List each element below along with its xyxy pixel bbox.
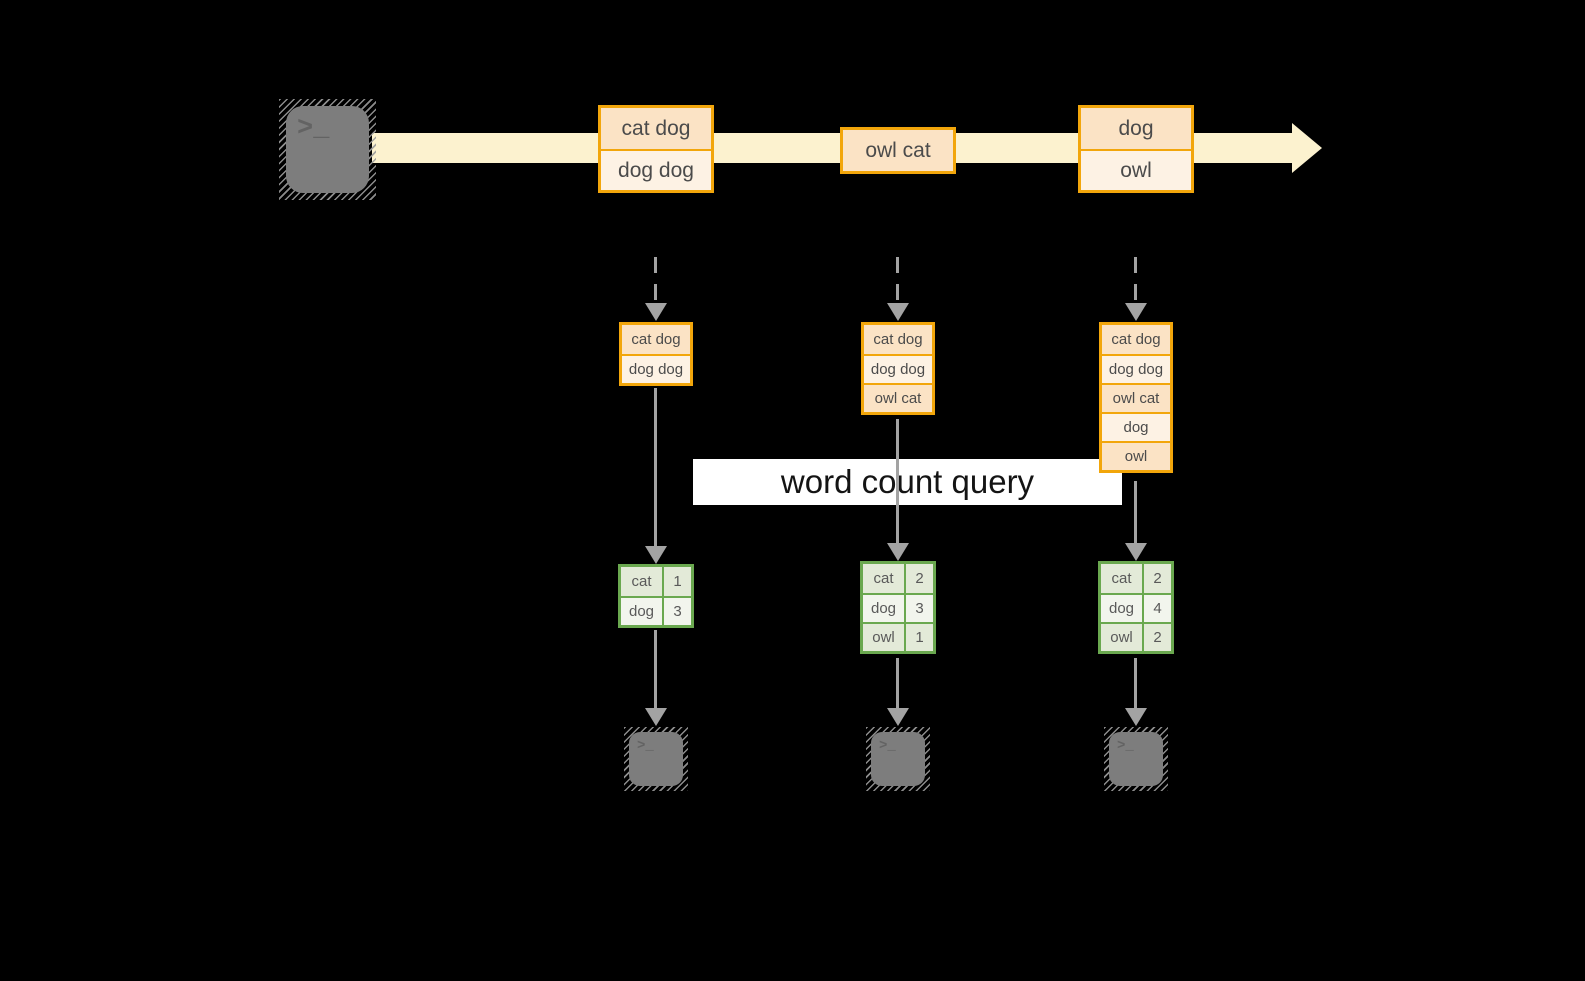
stream-batch-3: dog owl: [1078, 105, 1194, 193]
terminal-icon-body: >_: [629, 732, 683, 786]
count-cell: 4: [1144, 595, 1171, 622]
input-cell: owl cat: [864, 383, 932, 412]
output-arrowhead-3: [1125, 708, 1147, 726]
input-cell: dog: [1102, 412, 1170, 441]
input-table-1: cat dog dog dog: [619, 322, 693, 386]
count-cell: 1: [664, 567, 691, 596]
terminal-source-icon: >_: [279, 99, 376, 200]
terminal-icon-body: >_: [286, 106, 369, 193]
terminal-icon-body: >_: [1109, 732, 1163, 786]
input-cell: cat dog: [622, 325, 690, 354]
stream-batch-cell: dog: [1081, 108, 1191, 149]
count-cell: 3: [664, 598, 691, 625]
query-arrowhead-2: [887, 543, 909, 561]
word-count-query-label: word count query: [693, 459, 1122, 505]
terminal-sink-icon-3: >_: [1104, 727, 1168, 791]
input-cell: owl cat: [1102, 383, 1170, 412]
output-arrowhead-1: [645, 708, 667, 726]
count-cell: 2: [1144, 624, 1171, 651]
output-arrowhead-2: [887, 708, 909, 726]
trigger-arrow-line-3: [1134, 257, 1137, 303]
terminal-prompt-glyph: >_: [1117, 738, 1134, 754]
input-table-3: cat dog dog dog owl cat dog owl: [1099, 322, 1173, 473]
output-arrow-line-2: [896, 658, 899, 710]
input-table-2: cat dog dog dog owl cat: [861, 322, 935, 415]
word-cell: owl: [1101, 624, 1144, 651]
word-cell: cat: [1101, 564, 1144, 593]
stream-batch-2: owl cat: [840, 127, 956, 174]
stream-batch-1: cat dog dog dog: [598, 105, 714, 193]
terminal-prompt-glyph: >_: [297, 114, 330, 144]
stream-batch-cell: cat dog: [601, 108, 711, 149]
trigger-arrowhead-1: [645, 303, 667, 321]
terminal-icon-body: >_: [871, 732, 925, 786]
result-row: dog 3: [621, 596, 691, 625]
result-table-3: cat 2 dog 4 owl 2: [1098, 561, 1174, 654]
terminal-prompt-glyph: >_: [879, 738, 896, 754]
stream-batch-cell: owl: [1081, 149, 1191, 190]
count-cell: 2: [906, 564, 933, 593]
result-row: owl 2: [1101, 622, 1171, 651]
word-cell: dog: [1101, 595, 1144, 622]
terminal-sink-icon-2: >_: [866, 727, 930, 791]
terminal-sink-icon-1: >_: [624, 727, 688, 791]
input-cell: dog dog: [622, 354, 690, 383]
result-row: cat 2: [863, 564, 933, 593]
output-arrow-line-1: [654, 630, 657, 710]
stream-batch-cell: owl cat: [843, 130, 953, 171]
result-row: owl 1: [863, 622, 933, 651]
input-cell: dog dog: [1102, 354, 1170, 383]
word-cell: owl: [863, 624, 906, 651]
count-cell: 2: [1144, 564, 1171, 593]
terminal-prompt-glyph: >_: [637, 738, 654, 754]
count-cell: 1: [906, 624, 933, 651]
input-cell: cat dog: [1102, 325, 1170, 354]
query-arrow-line-1: [654, 388, 657, 548]
count-cell: 3: [906, 595, 933, 622]
result-row: dog 4: [1101, 593, 1171, 622]
trigger-arrow-line-1: [654, 257, 657, 303]
trigger-arrowhead-2: [887, 303, 909, 321]
word-cell: dog: [621, 598, 664, 625]
query-arrowhead-3: [1125, 543, 1147, 561]
word-cell: cat: [621, 567, 664, 596]
query-arrow-line-3: [1134, 481, 1137, 545]
result-row: cat 1: [621, 567, 691, 596]
trigger-arrowhead-3: [1125, 303, 1147, 321]
output-arrow-line-3: [1134, 658, 1137, 710]
input-cell: cat dog: [864, 325, 932, 354]
query-arrowhead-1: [645, 546, 667, 564]
stream-batch-cell: dog dog: [601, 149, 711, 190]
result-row: dog 3: [863, 593, 933, 622]
trigger-arrow-line-2: [896, 257, 899, 303]
word-cell: dog: [863, 595, 906, 622]
query-arrow-line-2: [896, 419, 899, 545]
result-table-2: cat 2 dog 3 owl 1: [860, 561, 936, 654]
stream-arrowhead: [1292, 123, 1322, 173]
input-cell: owl: [1102, 441, 1170, 470]
result-row: cat 2: [1101, 564, 1171, 593]
word-cell: cat: [863, 564, 906, 593]
input-cell: dog dog: [864, 354, 932, 383]
result-table-1: cat 1 dog 3: [618, 564, 694, 628]
